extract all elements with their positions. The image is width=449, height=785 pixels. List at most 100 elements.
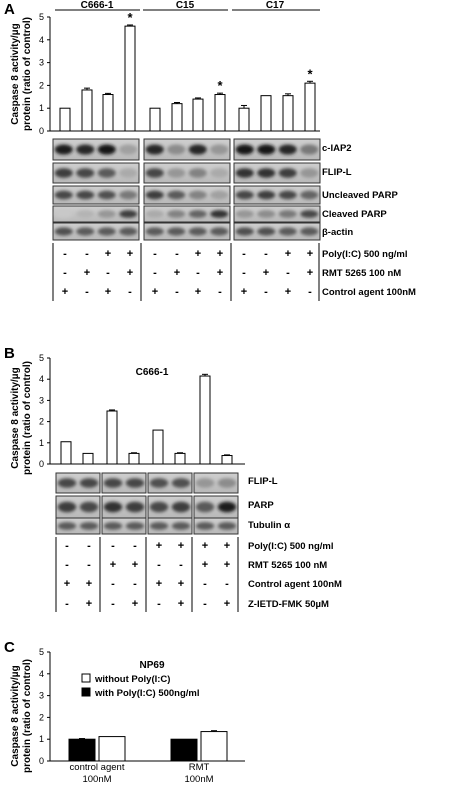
panel-a-condition-sign: - <box>175 248 179 260</box>
panel-b-blot-band <box>171 478 191 488</box>
panel-a-blot-strip <box>233 222 321 241</box>
panel-c-y-tick-label: 2 <box>39 712 44 722</box>
panel-a-condition-sign: - <box>128 286 132 298</box>
panel-b-blot-strip <box>101 517 147 535</box>
panel-b-condition-sign: - <box>203 598 207 610</box>
panel-b-y-tick-label: 1 <box>39 438 44 448</box>
panel-a-blot-band <box>167 190 186 200</box>
panel-a-blot-band <box>145 190 164 200</box>
panel-a-blot-band <box>300 168 319 178</box>
panel-a-condition-sign: - <box>106 267 110 279</box>
panel-b-condition-sign: - <box>157 598 161 610</box>
panel-a-blot-strip <box>52 162 140 184</box>
panel-b-y-tick-label: 2 <box>39 417 44 427</box>
panel-a-blot-band <box>300 144 319 155</box>
panel-a-condition-sign: - <box>153 248 157 260</box>
panel-a-blot-band <box>278 168 297 178</box>
condition-label-control-b: Control agent 100nM <box>248 579 342 590</box>
panel-a-significance-star: * <box>307 66 313 81</box>
panel-b-condition-sign: + <box>178 540 184 552</box>
panel-a-bar <box>149 107 161 132</box>
panel-a-y-tick-label: 1 <box>39 103 44 113</box>
panel-a-y-tick-label: 0 <box>39 126 44 136</box>
panel-b-condition-sign: + <box>132 559 138 571</box>
panel-a-blot-band <box>97 210 116 218</box>
panel-a-western-blots: c-IAP2 FLIP-L Uncleaved PARP Cleaved PAR… <box>52 138 399 241</box>
panel-a-condition-sign: - <box>85 286 89 298</box>
panel-a-condition-sign: + <box>263 267 269 279</box>
panel-a-blot-band <box>119 190 138 200</box>
panel-a-condition-table: Poly(I:C) 500 ng/ml RMT 5265 100 nM Cont… <box>52 243 416 301</box>
panel-a-y-tick-label: 2 <box>39 80 44 90</box>
panel-a-condition-sign: - <box>242 248 246 260</box>
panel-a-bar <box>238 107 250 132</box>
group-label-c666-1: C666-1 <box>81 0 114 11</box>
panel-b-condition-sign: - <box>111 540 115 552</box>
panel-a-bar <box>81 89 93 132</box>
panel-a-blot-band <box>167 168 186 178</box>
legend-label-without: without Poly(I:C) <box>94 674 170 685</box>
panel-b-blot-band <box>217 478 237 488</box>
panel-a-blot-strip <box>52 138 140 161</box>
panel-b-y-tick-label: 0 <box>39 459 44 469</box>
panel-a-blot-strip <box>233 185 321 205</box>
panel-b-blot-strip <box>55 472 101 494</box>
panel-a-bar <box>214 94 226 132</box>
panel-b-blot-band <box>57 501 77 513</box>
panel-a-condition-sign: + <box>195 248 201 260</box>
panel-a-blot-band <box>278 227 297 236</box>
panel-a-blot-band <box>54 210 73 218</box>
panel-a-condition-sign: - <box>242 267 246 279</box>
panel-a-blot-band <box>76 190 95 200</box>
blot-label-flip-l-b: FLIP-L <box>248 476 278 487</box>
panel-a-blot-band <box>210 227 229 236</box>
panel-a-blot-band <box>235 227 254 236</box>
condition-label-rmt-b: RMT 5265 100 nM <box>248 560 327 571</box>
panel-a-blot-band <box>97 190 116 200</box>
panel-b-blot-strip <box>147 517 193 535</box>
panel-a-y-tick-label: 4 <box>39 35 44 45</box>
panel-a-condition-sign: + <box>105 286 111 298</box>
panel-b-bar <box>174 452 186 465</box>
panel-b-condition-sign: + <box>178 578 184 590</box>
panel-b-condition-sign: - <box>133 540 137 552</box>
panel-a-blot-band <box>167 144 186 155</box>
panel-b-blot-band <box>149 501 169 513</box>
panel-b-blot-band <box>79 501 99 513</box>
panel-b-blot-band <box>79 522 99 530</box>
panel-a-y-tick-label: 5 <box>39 12 44 22</box>
panel-a-condition-sign: + <box>84 267 90 279</box>
panel-a-condition-sign: - <box>264 286 268 298</box>
blot-label-tubulin: Tubulin α <box>248 520 290 531</box>
panel-a-bar <box>260 95 272 132</box>
panel-a-condition-sign: - <box>85 248 89 260</box>
panel-a-blot-band <box>210 168 229 178</box>
blot-label-uncleaved-parp: Uncleaved PARP <box>322 190 399 201</box>
panel-b-blot-band <box>125 478 145 488</box>
panel-b-title: C666-1 <box>136 367 169 378</box>
panel-b-blot-band <box>149 478 169 488</box>
panel-a-blot-band <box>188 168 207 178</box>
panel-a-group-headers: C666-1 C15 C17 <box>55 0 320 11</box>
panel-a-blot-band <box>257 227 276 236</box>
panel-a-blot-band <box>235 210 254 218</box>
panel-b-condition-sign: - <box>203 578 207 590</box>
panel-a: A Caspase 8 activity/µg protein (ratio o… <box>4 0 416 301</box>
panel-b-blot-band <box>195 501 215 513</box>
legend-label-with: with Poly(I:C) 500ng/ml <box>94 688 200 699</box>
panel-a-blot-band <box>167 227 186 236</box>
panel-b-condition-sign: + <box>64 578 70 590</box>
panel-a-condition-sign: + <box>174 267 180 279</box>
panel-a-blot-band <box>188 210 207 218</box>
panel-a-blot-band <box>119 227 138 236</box>
panel-a-blot-band <box>76 168 95 178</box>
panel-b-condition-sign: - <box>65 540 69 552</box>
panel-a-condition-sign: - <box>175 286 179 298</box>
panel-a-bar <box>282 95 294 132</box>
panel-b-blot-band <box>103 522 123 530</box>
panel-c-bar <box>200 731 228 762</box>
panel-a-blot-strip <box>143 138 231 161</box>
